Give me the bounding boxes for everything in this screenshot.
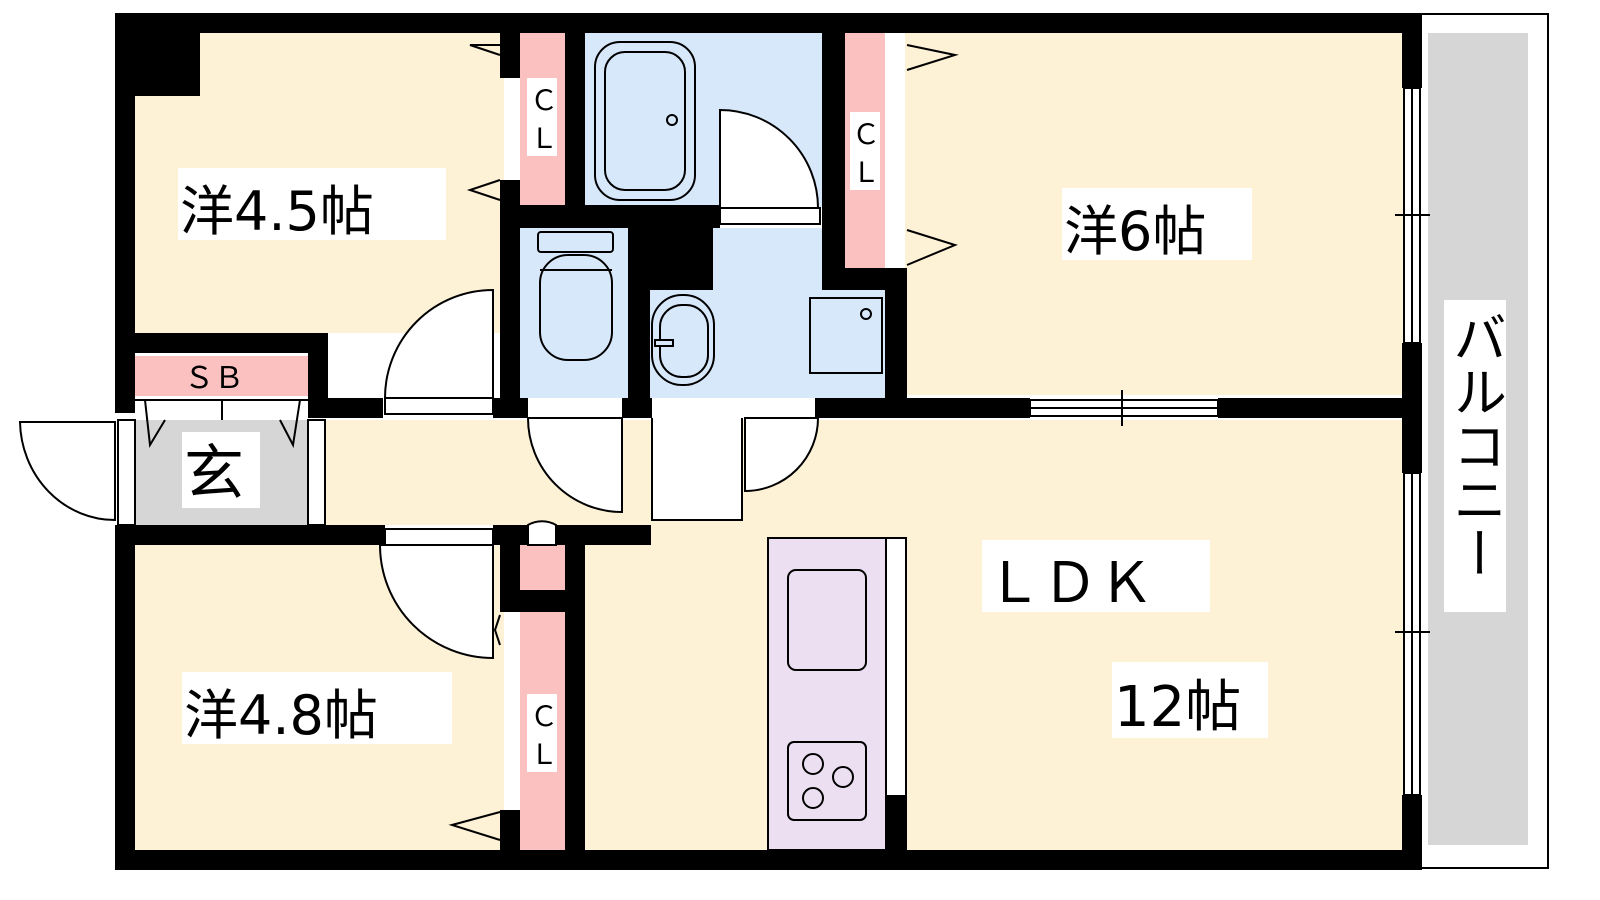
label-shoe-box: ＳＢ [184,361,244,396]
wall-corridor-bottom-a [115,525,385,545]
wall-corridor-top-b [493,398,528,418]
wall-sb-top [135,333,328,353]
wall-corridor-top-e [1218,398,1422,418]
wall-kitchen-stub [885,795,907,855]
wall-top [115,13,1420,33]
wall-left-upper [115,13,135,413]
door-toilet [526,417,623,514]
wall-closet-b-left [500,525,520,610]
closet-top-left-label-c: Ｃ [530,84,558,117]
closet-small-fill [520,545,565,590]
door-entrance [18,421,116,522]
door-ldk-hall [744,417,820,493]
wall-washroom-right [885,268,907,398]
wall-right-bottom [1402,795,1422,870]
wall-closet-b-shelf [500,590,585,612]
wall-bath-bottom [585,205,720,228]
room-label-western-6: 洋6帖 [1064,200,1206,263]
kitchen-counter-side [885,537,907,797]
wall-right-top [1402,13,1422,88]
closet-top-right-label-c: Ｃ [852,118,880,151]
room-label-entrance: 玄 [184,439,244,509]
closet-top-left-label-l: Ｌ [530,122,558,155]
toilet-bowl [539,254,613,361]
labels: 洋4.5帖 洋6帖 洋4.8帖 ＬＤＫ 12帖 玄 ＳＢ バルコニー Ｃ Ｌ Ｃ… [178,78,1507,772]
wall-bottom [115,850,1420,870]
room-fills [134,13,1549,869]
wall-closet-tl-right [565,33,585,228]
room-label-ldk-size: 12帖 [1114,675,1241,740]
wall-bath-right [822,33,845,283]
wall-closet-tl-left [500,33,520,78]
wall-closet-tl-bottom [500,205,585,228]
wall-left-lower [115,525,135,870]
door-western-4-5 [383,288,494,399]
walls [115,13,1422,870]
closet-bottom-label-l: Ｌ [530,738,558,771]
label-balcony: バルコニー [1444,310,1507,580]
door-swings [18,108,821,660]
closet-top-right-label-l: Ｌ [852,156,880,189]
closet-bottom-label-c: Ｃ [530,700,558,733]
wall-sb-side [308,333,328,413]
wall-toilet-left [500,205,520,398]
room-label-western-4-8: 洋4.8帖 [184,684,378,747]
door-western-4-8 [378,544,494,660]
wall-closet-b-right [565,545,585,870]
room-label-western-4-5: 洋4.5帖 [180,180,374,243]
wall-corridor-top-a [308,398,383,418]
wall-pillar-top-left [135,33,200,96]
wall-closet-b-left-low [500,810,520,870]
door-washroom [651,418,743,521]
wall-corridor-top-c [622,398,652,418]
closet-doors [117,44,959,841]
room-label-ldk: ＬＤＫ [986,551,1154,616]
stove [787,741,867,821]
wall-closet-tl-left-low [500,180,520,210]
kitchen-sink [787,569,867,671]
wall-corridor-top-d [815,398,1030,418]
washing-machine-pan [809,297,883,374]
door-small-closet [527,520,557,546]
fixtures [537,41,907,851]
toilet-tank [537,231,614,253]
windows [1029,87,1430,796]
door-bath [719,108,820,209]
wall-corridor-bottom-c [556,525,651,545]
shoe-box-fill [134,356,308,396]
